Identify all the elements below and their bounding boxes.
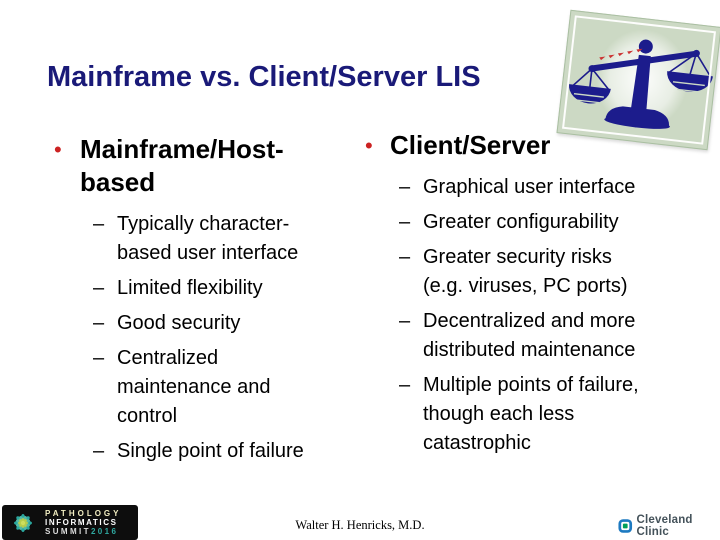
dash-marker-icon: – <box>93 440 105 462</box>
dash-marker-icon: – <box>399 176 411 198</box>
dash-marker-icon: – <box>399 246 411 268</box>
list-item-text: Graphical user interface <box>423 176 636 198</box>
left-sublist: – Typically character- based user interf… <box>93 210 353 472</box>
starburst-flower-icon <box>14 513 32 532</box>
list-item-text: Typically character- based user interfac… <box>117 213 299 264</box>
list-item-text: Decentralized and more distributed maint… <box>423 310 636 361</box>
dash-marker-icon: – <box>93 347 105 369</box>
list-item-text: Greater configurability <box>423 211 619 233</box>
left-column: • Mainframe/Host- based <box>42 133 372 199</box>
right-column: • Client/Server <box>363 129 703 162</box>
cleveland-clinic-logo: Cleveland Clinic <box>618 514 720 538</box>
cleveland-clinic-name: Cleveland Clinic <box>636 514 693 538</box>
red-triangles-icon <box>599 48 643 61</box>
summit-line2: INFORMATICS <box>45 518 118 527</box>
left-heading-item: • Mainframe/Host- based <box>42 133 372 199</box>
list-item: – Greater configurability <box>399 208 699 237</box>
summit-logo-text: PATHOLOGY INFORMATICS SUMMIT2016 <box>45 509 121 536</box>
list-item: – Graphical user interface <box>399 173 699 202</box>
list-item-text: Multiple points of failure, though each … <box>423 374 639 454</box>
list-item: – Multiple points of failure, though eac… <box>399 371 699 458</box>
list-item: – Greater security risks (e.g. viruses, … <box>399 243 699 301</box>
bullet-dot-icon: • <box>365 133 373 158</box>
list-item: – Typically character- based user interf… <box>93 210 353 268</box>
right-sublist: – Graphical user interface – Greater con… <box>399 173 699 464</box>
summit-line3: SUMMIT2016 <box>45 527 121 536</box>
dash-marker-icon: – <box>399 310 411 332</box>
bullet-dot-icon: • <box>54 137 62 162</box>
cleveland-clinic-square-icon <box>618 519 633 533</box>
list-item: – Decentralized and more distributed mai… <box>399 307 699 365</box>
dash-marker-icon: – <box>399 211 411 233</box>
balance-scale-card <box>556 9 720 151</box>
list-item-text: Good security <box>117 312 241 334</box>
left-heading-text: Mainframe/Host- based <box>80 134 284 197</box>
author-credit: Walter H. Henricks, M.D. <box>295 518 425 532</box>
balance-scale-icon <box>569 29 713 130</box>
list-item-text: Centralized maintenance and control <box>117 347 271 427</box>
list-item-text: Greater security risks (e.g. viruses, PC… <box>423 246 628 297</box>
dash-marker-icon: – <box>93 213 105 235</box>
slide-title: Mainframe vs. Client/Server LIS <box>47 61 481 93</box>
dash-marker-icon: – <box>93 312 105 334</box>
list-item: – Good security <box>93 309 353 338</box>
list-item: – Centralized maintenance and control <box>93 344 353 431</box>
summit-year: 2016 <box>90 527 119 536</box>
dash-marker-icon: – <box>399 374 411 396</box>
list-item: – Limited flexibility <box>93 274 353 303</box>
dash-marker-icon: – <box>93 277 105 299</box>
list-item-text: Single point of failure <box>117 440 304 462</box>
summit-word: SUMMIT <box>45 527 91 536</box>
right-heading-item: • Client/Server <box>363 129 703 162</box>
right-heading-text: Client/Server <box>390 130 551 160</box>
list-item-text: Limited flexibility <box>117 277 263 299</box>
pathology-informatics-summit-logo: PATHOLOGY INFORMATICS SUMMIT2016 <box>2 505 138 540</box>
list-item: – Single point of failure <box>93 437 353 466</box>
summit-line1: PATHOLOGY <box>45 509 122 518</box>
